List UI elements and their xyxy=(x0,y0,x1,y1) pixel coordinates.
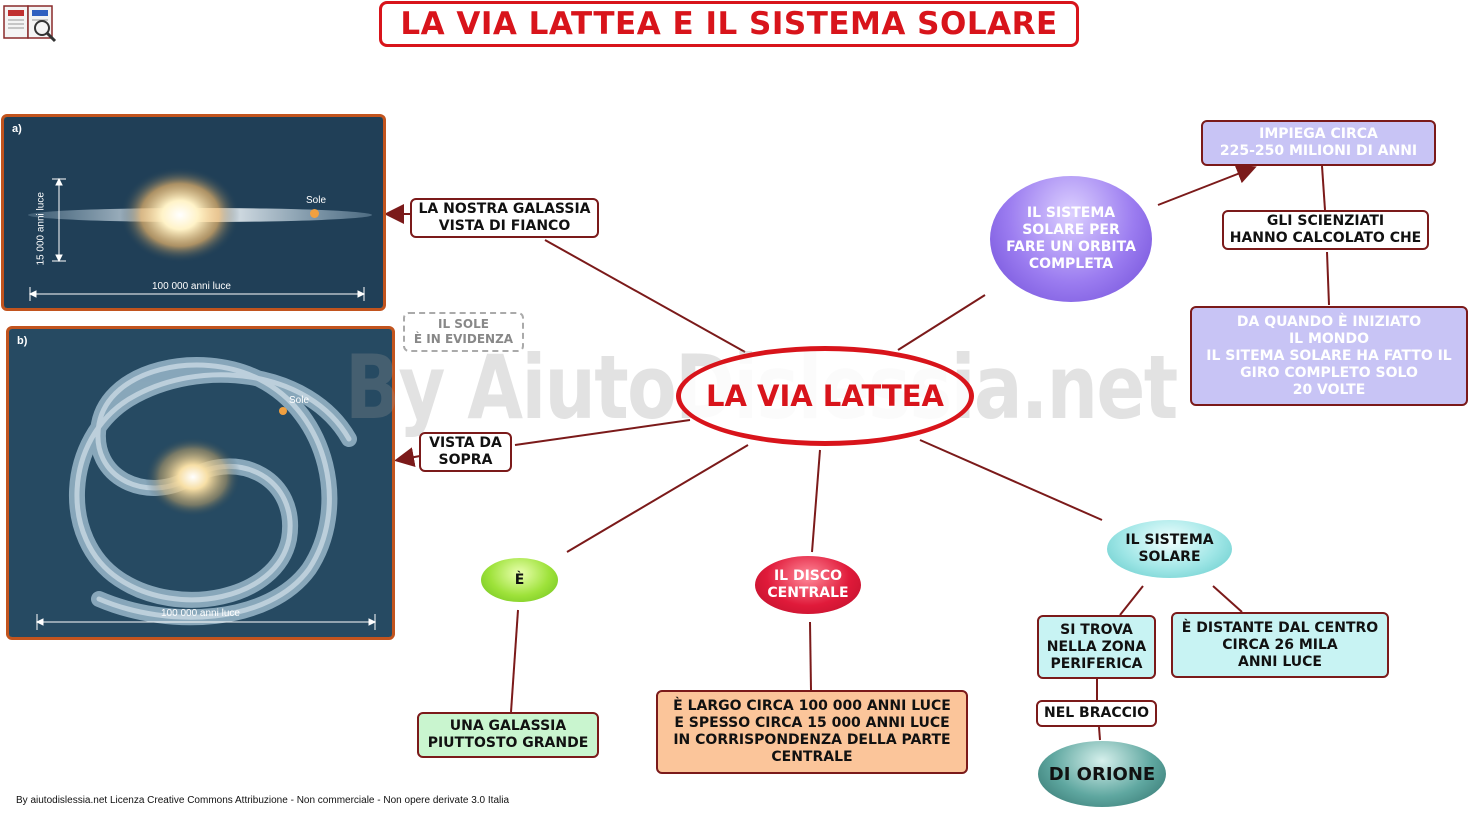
distance-node: È DISTANTE DAL CENTRO CIRCA 26 MILA ANNI… xyxy=(1171,612,1389,678)
sun-label: Sole xyxy=(289,395,310,406)
solar-system-node: IL SISTEMA SOLARE xyxy=(1107,520,1232,578)
disk-node: IL DISCO CENTRALE xyxy=(755,556,861,614)
top-view-node: VISTA DA SOPRA xyxy=(419,432,512,472)
orion-node: DI ORIONE xyxy=(1038,741,1166,807)
is-node: È xyxy=(481,558,558,602)
scientists-node: GLI SCIENZIATI HANNO CALCOLATO CHE xyxy=(1222,210,1429,250)
book-icon xyxy=(3,5,57,43)
arm-node: NEL BRACCIO xyxy=(1036,700,1157,727)
since-node: DA QUANDO È INIZIATO IL MONDO IL SITEMA … xyxy=(1190,306,1468,406)
peripheral-node: SI TROVA NELLA ZONA PERIFERICA xyxy=(1037,615,1156,679)
galaxy-side-view-image: a) Sole 100 000 anni luce 15 000 anni lu… xyxy=(1,114,386,311)
orbit-node: IL SISTEMA SOLARE PER FARE UN ORBITA COM… xyxy=(990,176,1152,302)
panel-a-label: a) xyxy=(12,123,22,135)
license-credit: By aiutodislessia.net Licenza Creative C… xyxy=(16,795,510,806)
disk-size-node: È LARGO CIRCA 100 000 ANNI LUCE E SPESSO… xyxy=(656,690,968,774)
galaxy-top-view-image: b) Sole 100 000 anni luce xyxy=(6,326,395,640)
width-label: 100 000 anni luce xyxy=(152,281,231,292)
sun-label: Sole xyxy=(306,195,327,206)
height-label: 15 000 anni luce xyxy=(35,192,47,266)
sun-highlight-note: IL SOLE È IN EVIDENZA xyxy=(403,312,524,352)
sun-marker xyxy=(279,407,287,415)
width-label: 100 000 anni luce xyxy=(161,608,240,619)
side-view-node: LA NOSTRA GALASSIA VISTA DI FIANCO xyxy=(410,198,599,238)
big-galaxy-node: UNA GALASSIA PIUTTOSTO GRANDE xyxy=(417,712,599,758)
takes-time-node: IMPIEGA CIRCA 225-250 MILIONI DI ANNI xyxy=(1201,120,1436,166)
central-concept: LA VIA LATTEA xyxy=(676,346,974,446)
page-title: LA VIA LATTEA E IL SISTEMA SOLARE xyxy=(379,1,1079,47)
sun-marker xyxy=(310,209,319,218)
panel-b-label: b) xyxy=(17,335,28,347)
